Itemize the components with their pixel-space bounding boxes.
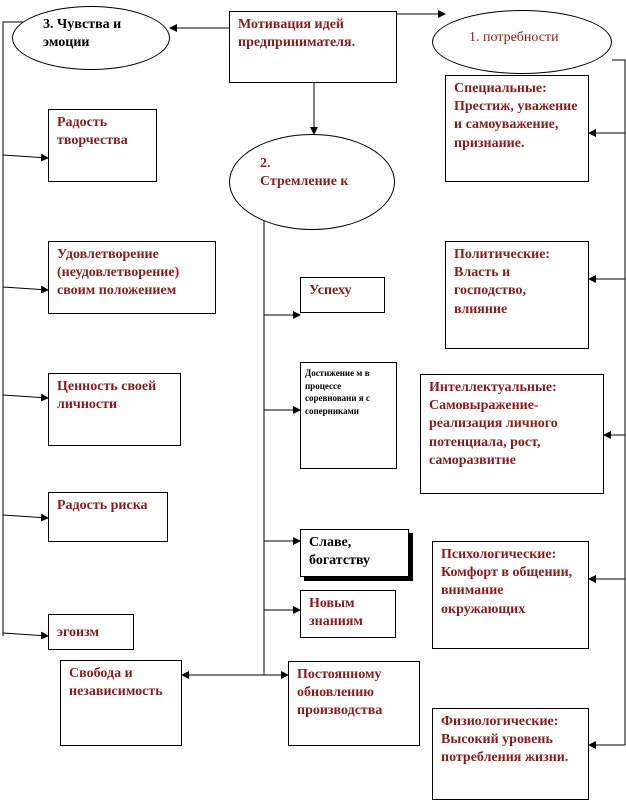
striving-item: Новым знаниям — [300, 590, 396, 638]
need-item: Психологические: Комфорт в общении, вним… — [432, 541, 589, 649]
needs-ellipse: 1. потребности — [432, 10, 612, 74]
striving-item: Славе, богатству — [300, 529, 409, 577]
striving-label: 2. Стремление к — [260, 156, 349, 190]
needs-label: 1. потребности — [469, 30, 559, 45]
striving-ellipse: 2. Стремление к — [229, 134, 395, 230]
feeling-item: эгоизм — [48, 614, 134, 650]
need-item: Политические: Власть и господство, влиян… — [445, 241, 589, 349]
feeling-item: Удовлетворение (неудовлетворение) своим … — [48, 241, 216, 314]
feeling-item: Ценность своей личности — [48, 373, 181, 446]
need-item: Специальные: Престиж, уважение и самоува… — [445, 75, 589, 182]
striving-item: Постоянному обновлению производства — [288, 661, 420, 746]
need-item: Интеллектуальные: Самовыражение- реализа… — [420, 374, 604, 494]
need-item: Физиологические: Высокий уровень потребл… — [432, 708, 589, 800]
feelings-ellipse: 3. Чувства и эмоции — [12, 6, 170, 70]
feeling-item: Радость творчества — [48, 109, 157, 182]
motivation-box: Мотивация идей предпринимателя. — [229, 11, 397, 83]
striving-item: Достижение м в процессе соревновани я с … — [300, 362, 397, 469]
striving-item: Успеху — [300, 277, 385, 313]
feeling-item: Радость риска — [48, 492, 168, 542]
feelings-label: 3. Чувства и эмоции — [43, 17, 122, 51]
freedom-box: Свобода и независимость — [60, 660, 182, 746]
